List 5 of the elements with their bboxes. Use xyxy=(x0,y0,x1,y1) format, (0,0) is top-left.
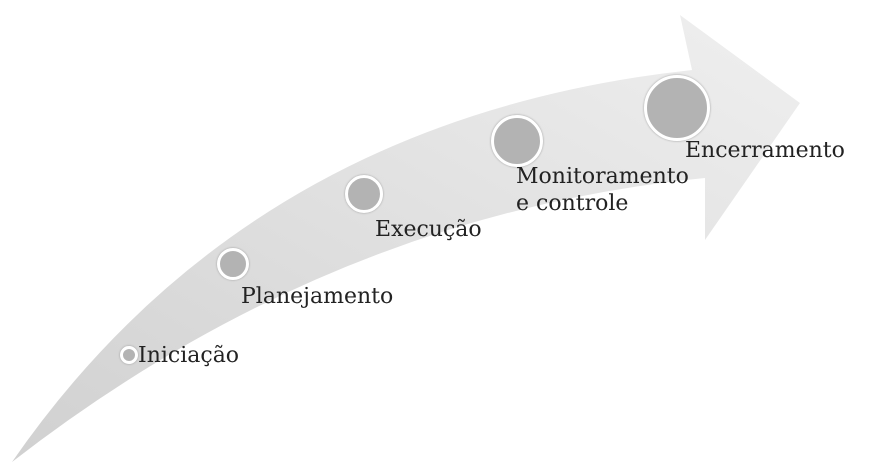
stage-label: Execução xyxy=(375,216,482,243)
stage-label: Monitoramento e controle xyxy=(516,163,690,217)
stage-label: Encerramento xyxy=(685,137,845,164)
stage-label: Iniciação xyxy=(138,342,240,369)
stage-label: Planejamento xyxy=(241,283,394,310)
